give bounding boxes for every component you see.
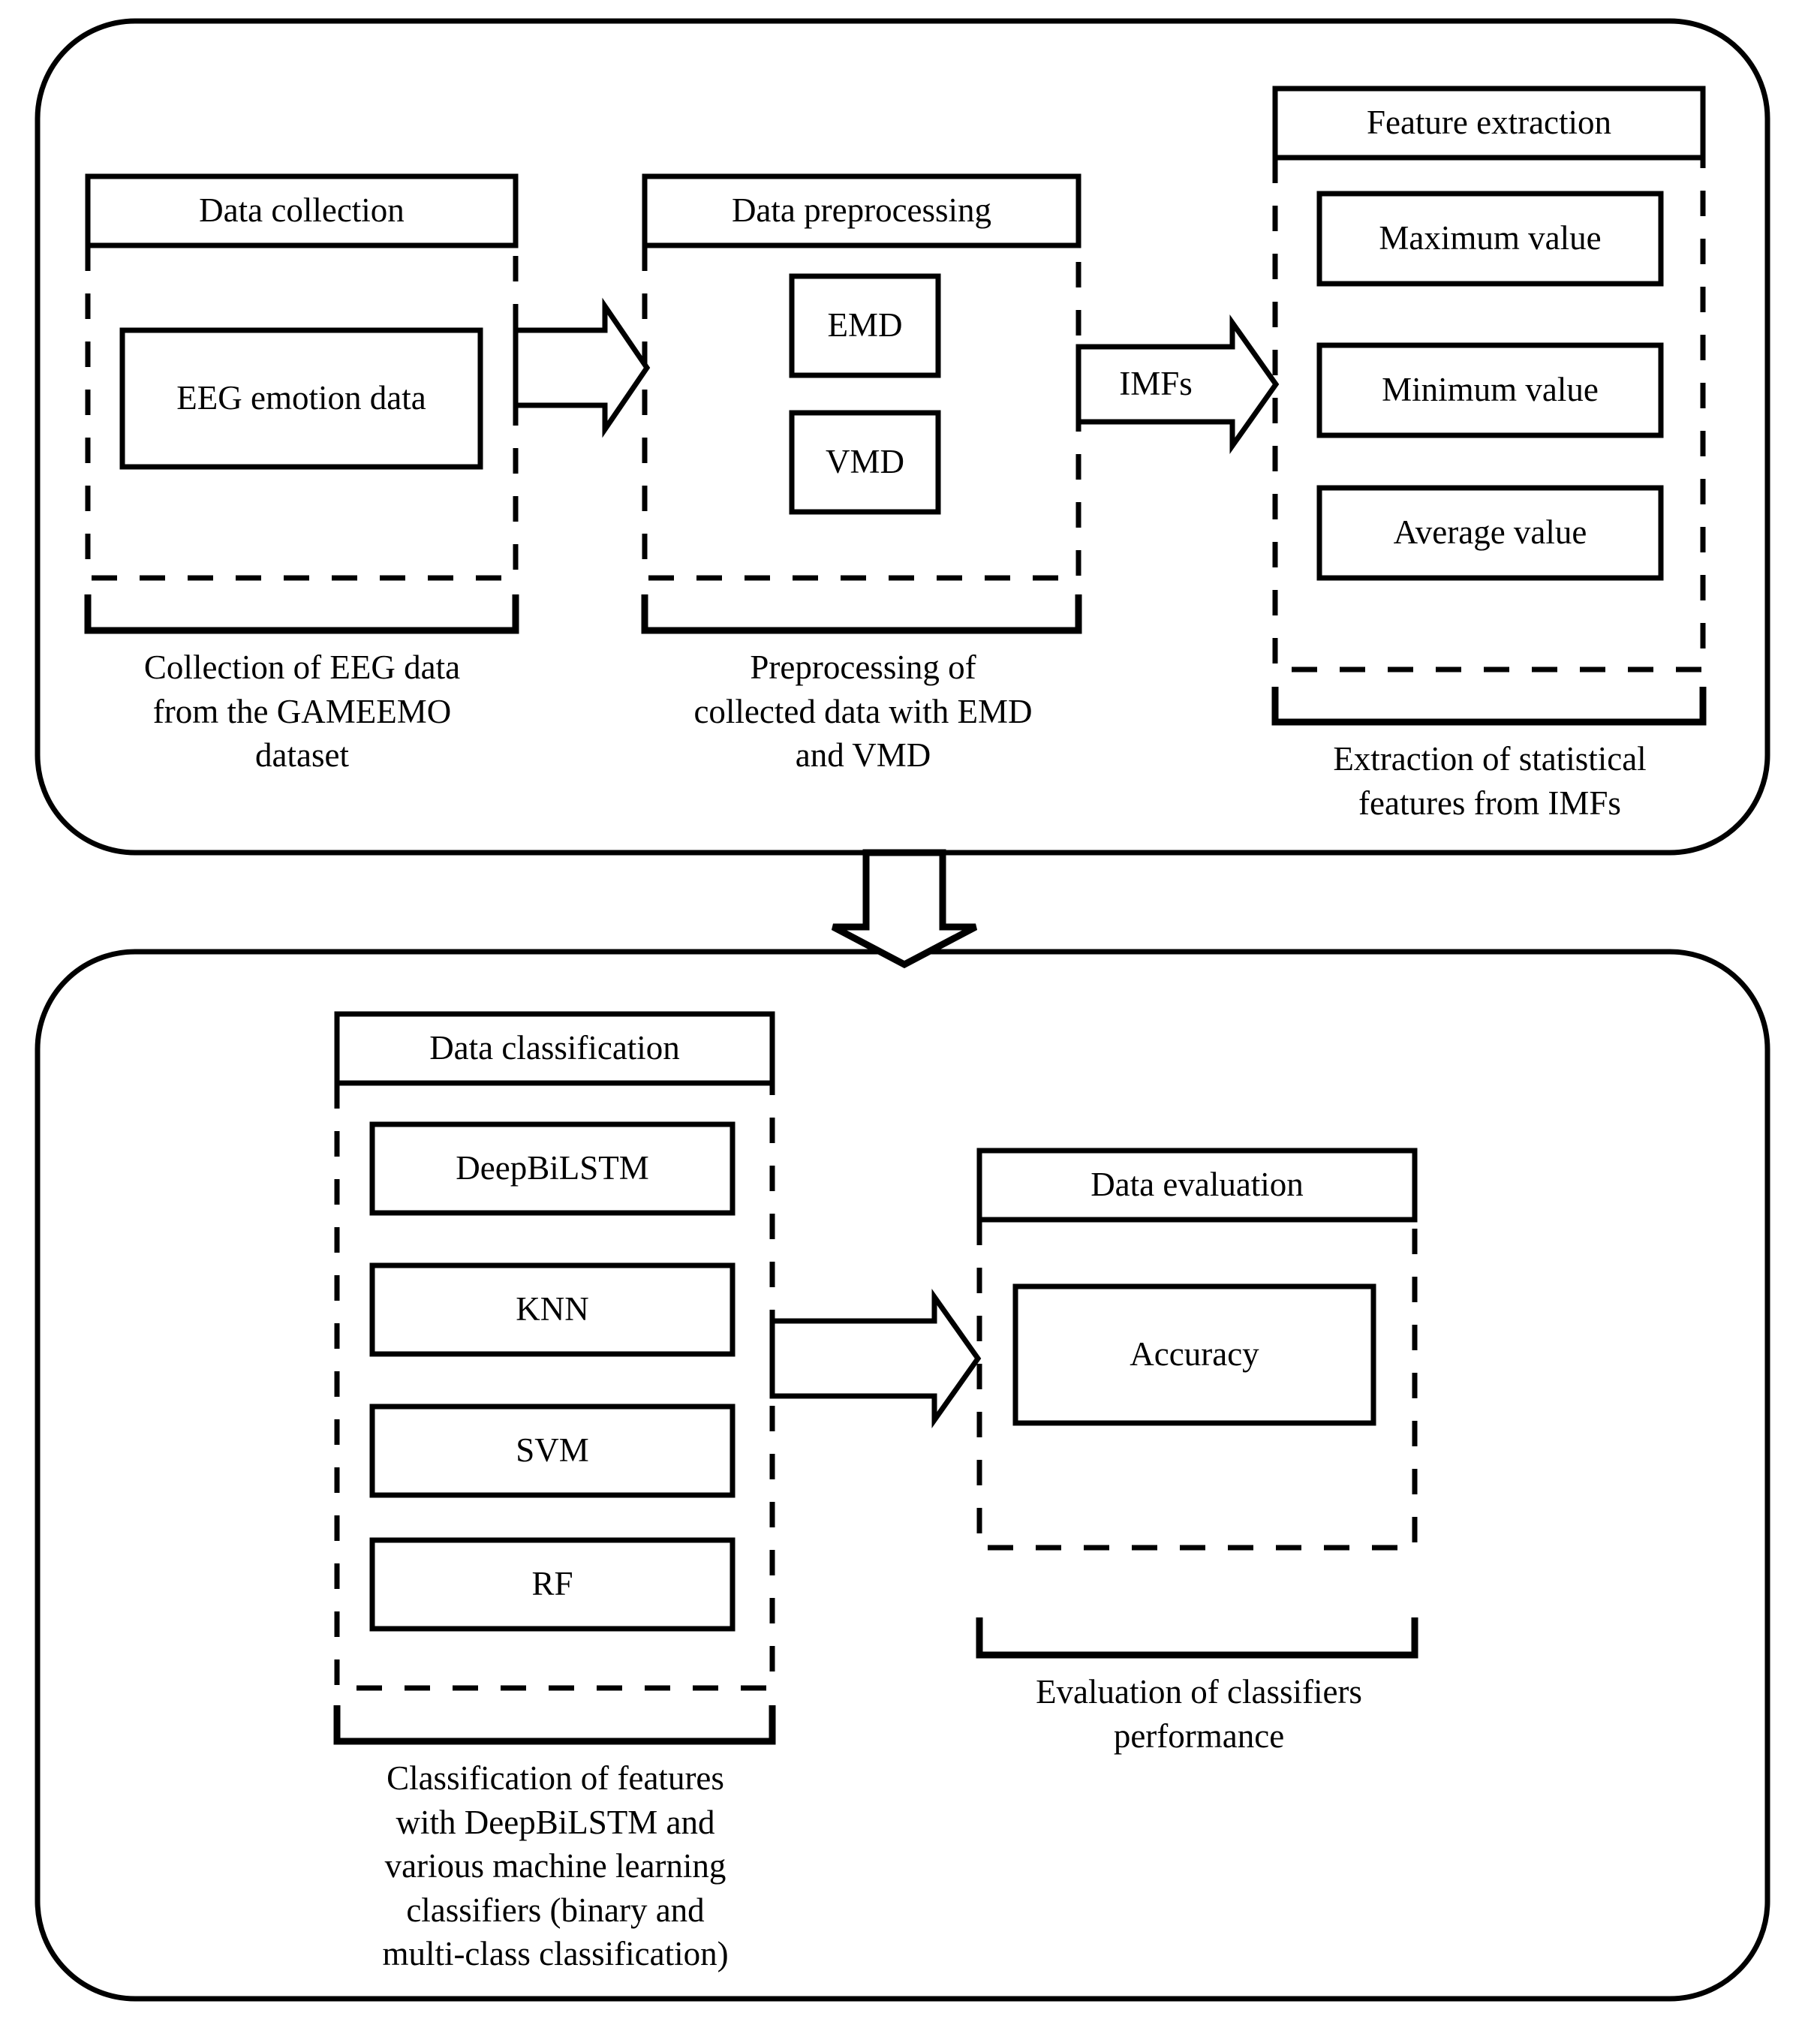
box-accuracy-label: Accuracy bbox=[1130, 1335, 1259, 1374]
panel-feature-extraction-header-label: Feature extraction bbox=[1366, 104, 1612, 142]
arrow-stage1-to-stage2 bbox=[831, 849, 978, 969]
box-knn-label: KNN bbox=[516, 1290, 589, 1328]
panel-data-evaluation-caption: Evaluation of classifiers performance bbox=[1036, 1673, 1362, 1755]
stage2-container bbox=[35, 949, 1770, 2002]
panel-feature-extraction-bottom-bracket bbox=[1271, 687, 1707, 726]
box-deepbilstm-label: DeepBiLSTM bbox=[456, 1149, 649, 1187]
panel-feature-extraction-caption: Extraction of statistical features from … bbox=[1333, 740, 1647, 822]
panel-data-collection-bottom-bracket bbox=[84, 594, 519, 634]
panel-data-collection-caption: Collection of EEG data from the GAMEEMO … bbox=[143, 648, 461, 774]
box-vmd-label: VMD bbox=[825, 443, 904, 481]
panel-data-classification-caption: Classification of features with DeepBiLS… bbox=[382, 1759, 729, 1972]
panel-data-preprocessing-bottom-bracket bbox=[641, 594, 1082, 634]
box-rf-label: RF bbox=[531, 1565, 573, 1603]
arrow-label-imfs: IMFs bbox=[1119, 365, 1193, 403]
panel-data-preprocessing-caption: Preprocessing of collected data with EMD… bbox=[693, 648, 1033, 774]
panel-data-classification-header-label: Data classification bbox=[429, 1029, 680, 1067]
panel-data-evaluation-bottom-bracket bbox=[976, 1617, 1418, 1659]
box-average-value-label: Average value bbox=[1393, 513, 1587, 552]
box-emd-label: EMD bbox=[827, 306, 903, 345]
box-maximum-value-label: Maximum value bbox=[1379, 219, 1602, 257]
box-eeg-emotion-data-label: EEG emotion data bbox=[176, 379, 426, 417]
box-svm-label: SVM bbox=[516, 1431, 589, 1470]
panel-data-preprocessing-header-label: Data preprocessing bbox=[731, 191, 992, 230]
arrow-collection-to-preprocessing bbox=[513, 297, 651, 438]
panel-data-evaluation-header-label: Data evaluation bbox=[1090, 1166, 1304, 1204]
box-minimum-value-label: Minimum value bbox=[1382, 371, 1599, 409]
panel-data-classification-bottom-bracket bbox=[333, 1705, 776, 1745]
arrow-classification-to-evaluation bbox=[769, 1288, 982, 1429]
panel-data-collection-header-label: Data collection bbox=[199, 191, 405, 230]
